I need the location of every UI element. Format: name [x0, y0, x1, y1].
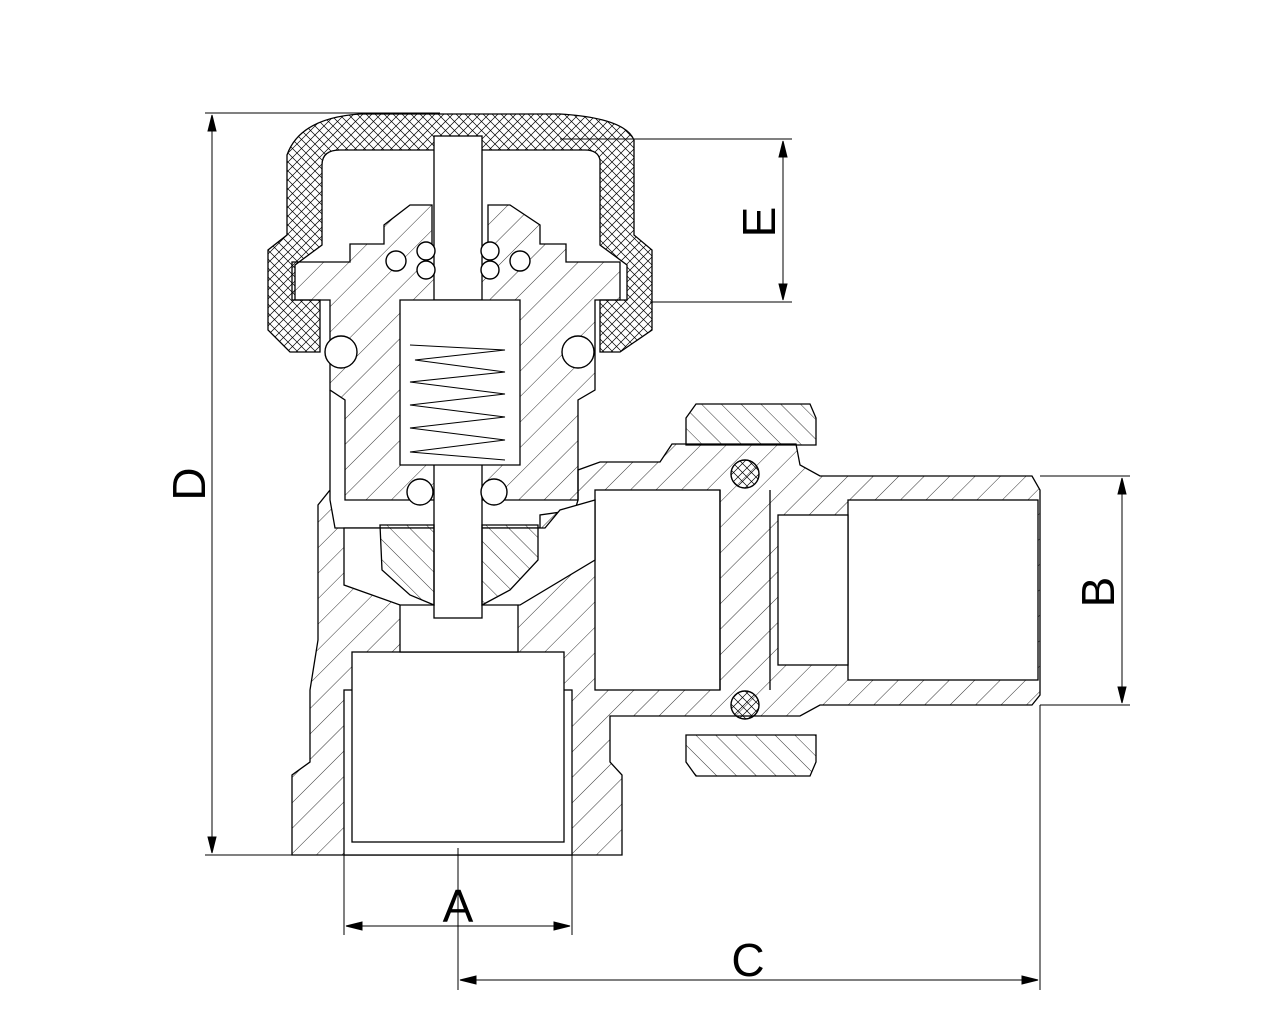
dimension-label-a: A [443, 880, 474, 932]
o-ring [480, 478, 508, 506]
valve-disc-left [379, 524, 435, 606]
dimension-label-c: C [731, 934, 764, 986]
o-ring [509, 250, 531, 272]
dimension-label-e: E [733, 207, 785, 238]
o-rings [324, 241, 760, 720]
side-tail-inner [777, 514, 849, 666]
o-ring [480, 241, 500, 261]
union-nut-bottom [685, 734, 817, 777]
o-ring [385, 250, 407, 272]
union-o-ring [730, 690, 760, 720]
o-ring [561, 335, 595, 369]
o-ring [480, 260, 500, 280]
valve-cap [267, 113, 653, 353]
dimension-lines [205, 112, 1130, 990]
o-ring [416, 260, 436, 280]
bottom-port-inner [351, 651, 565, 843]
union-nut-top [685, 403, 817, 446]
side-tail-bore [847, 499, 1039, 681]
valve-body [267, 113, 1041, 856]
dimension-label-b: B [1072, 577, 1124, 608]
o-ring [416, 241, 436, 261]
dimension-label-d: D [163, 467, 215, 500]
union-nut-bore [594, 489, 721, 691]
o-ring [406, 478, 434, 506]
union-o-ring [730, 459, 760, 489]
o-ring [324, 335, 358, 369]
gland-insert [399, 299, 521, 466]
valve-disc-right [481, 524, 539, 607]
valve-spring [409, 344, 506, 461]
